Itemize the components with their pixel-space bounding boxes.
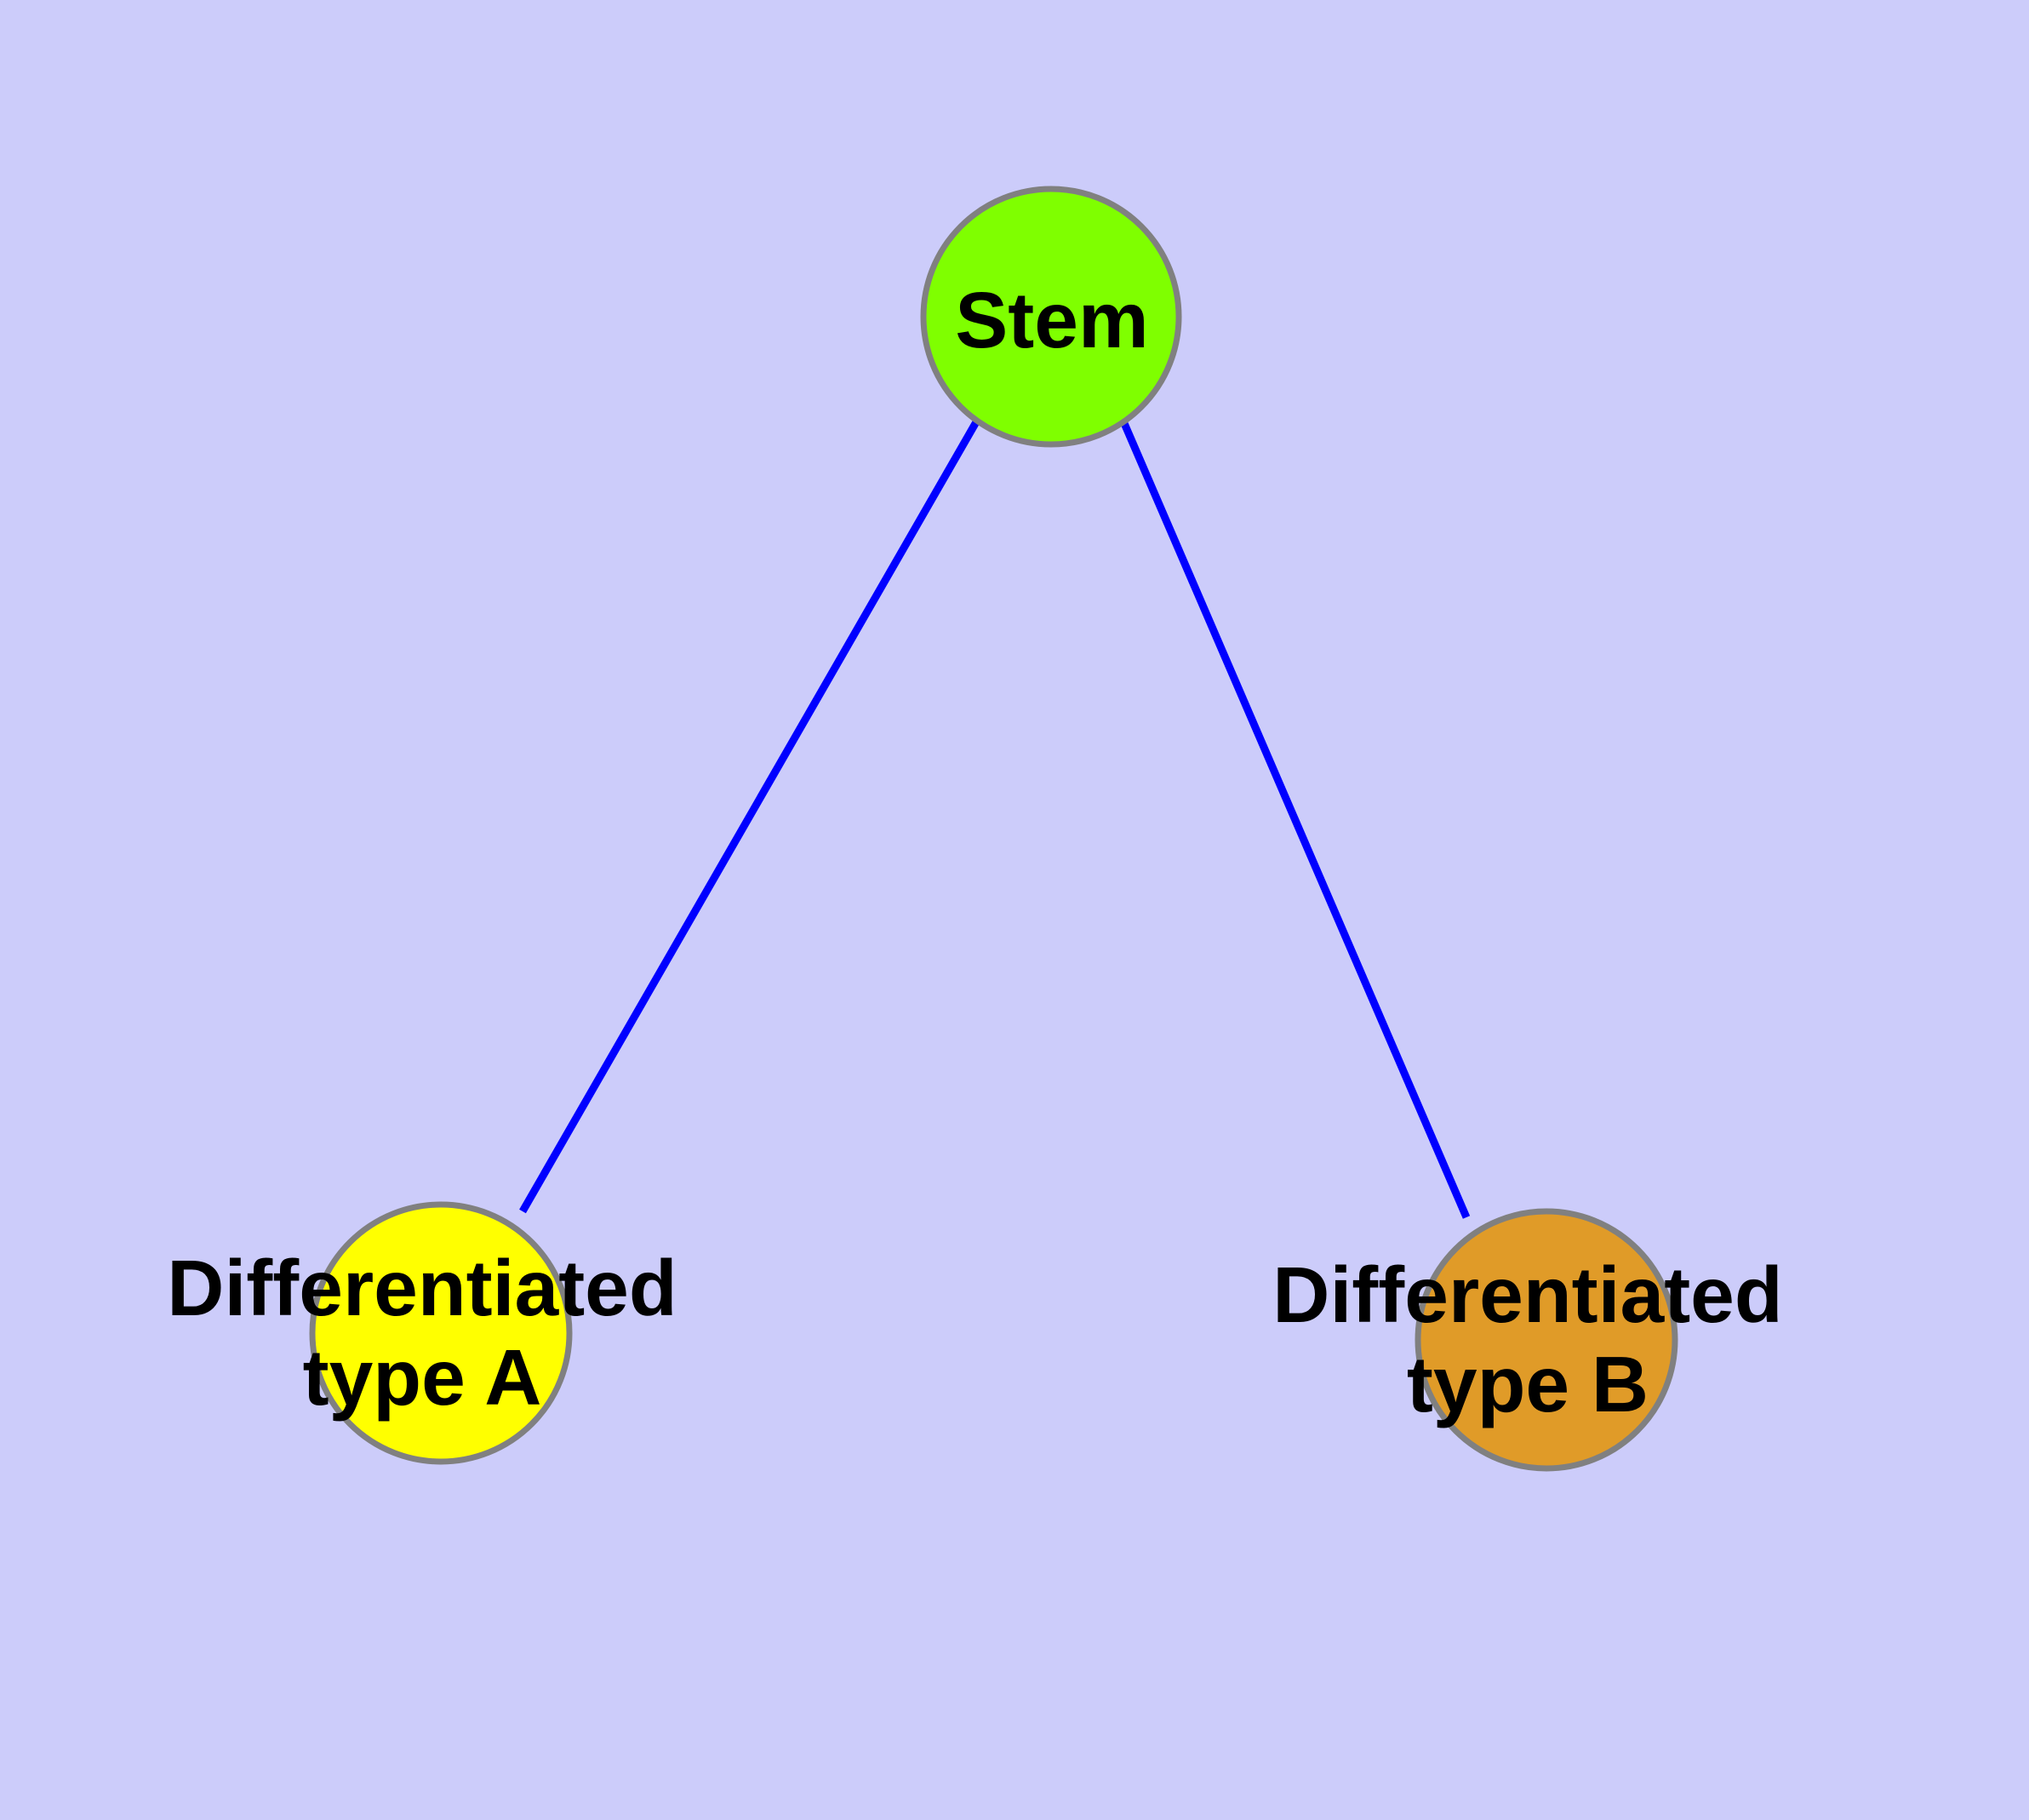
label-group: Stem Differentiated type A Differentiate… <box>167 276 1782 1428</box>
node-stem-circle[interactable] <box>920 186 1182 448</box>
node-diff-a-label-line2: type A <box>303 1333 542 1422</box>
node-diff-b-circle[interactable] <box>1415 1208 1678 1472</box>
node-diff-a-circle[interactable] <box>309 1201 573 1465</box>
node-group <box>309 186 1678 1472</box>
node-diff-b-label-line2: type B <box>1407 1340 1649 1428</box>
node-diff-b-label-line1: Differentiated <box>1272 1251 1782 1339</box>
node-diff-a-label-line1: Differentiated <box>167 1244 677 1332</box>
node-stem-label: Stem <box>955 276 1148 364</box>
edge-group <box>519 418 1471 1219</box>
edge-stem-to-diff-b[interactable] <box>1119 420 1471 1219</box>
edge-stem-to-diff-a[interactable] <box>519 418 980 1214</box>
